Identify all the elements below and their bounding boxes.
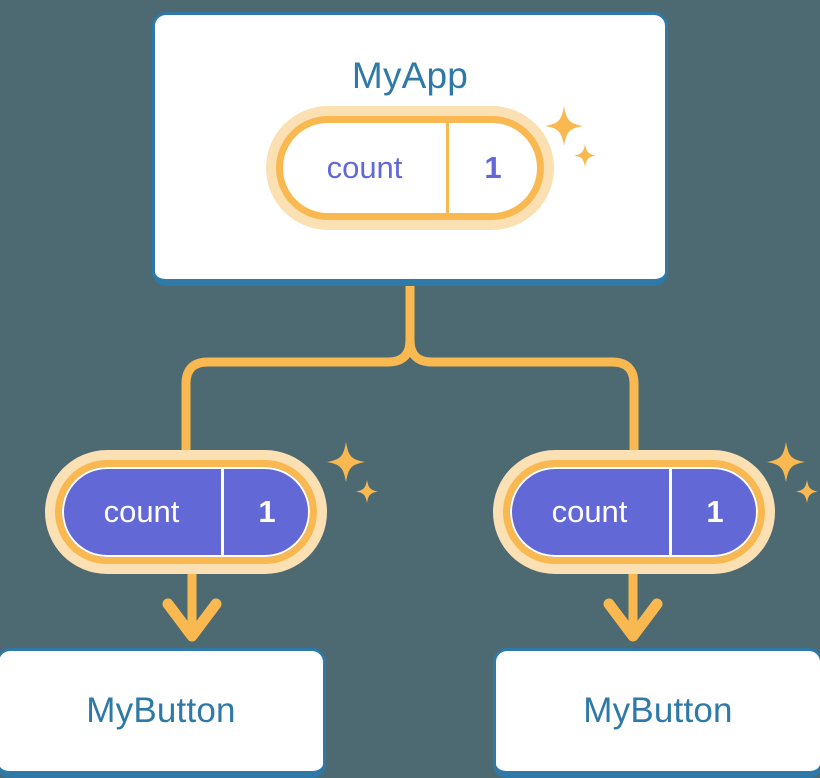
myapp-state-value: 1: [484, 150, 502, 185]
mybutton-label-right: MyButton: [583, 691, 733, 730]
branch-state-key-left: count: [62, 467, 224, 557]
branch-line-right: [405, 335, 639, 467]
mybutton-label-left: MyButton: [86, 691, 236, 730]
branch-state-value-left: 1: [258, 494, 276, 529]
branch-state-key-right: count: [510, 467, 672, 557]
myapp-state-pill[interactable]: count 1: [276, 116, 544, 220]
trunk-line: [181, 281, 415, 467]
branch-state-value-right: 1: [706, 494, 724, 529]
myapp-label: MyApp: [351, 55, 469, 96]
branch-state-pill-right[interactable]: count 1: [503, 460, 765, 564]
arrow-head-left: [162, 598, 222, 642]
arrow-head-right: [603, 598, 663, 642]
mybutton-card-right[interactable]: MyButton: [493, 648, 820, 778]
myapp-state-key: count: [283, 123, 449, 213]
mybutton-card-left[interactable]: MyButton: [0, 648, 326, 778]
branch-state-pill-left[interactable]: count 1: [55, 460, 317, 564]
